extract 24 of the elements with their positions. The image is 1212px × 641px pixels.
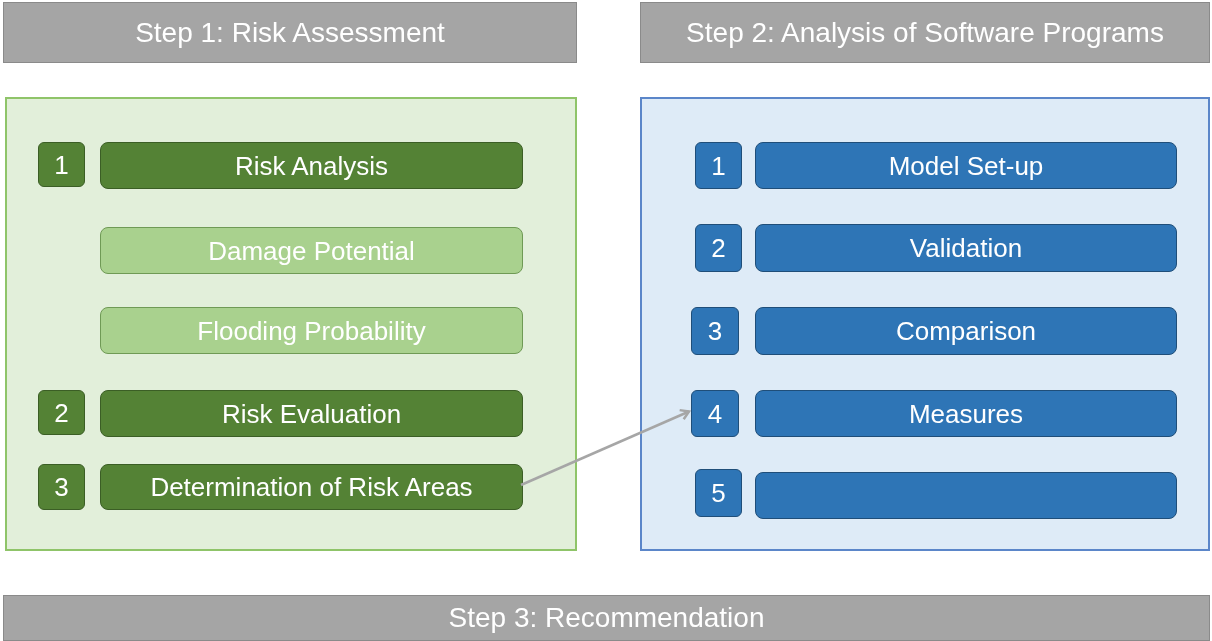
number-badge: 1: [695, 142, 742, 189]
header-bar: Step 2: Analysis of Software Programs: [640, 2, 1210, 63]
step-box: Risk Analysis: [100, 142, 523, 189]
step-box: Model Set-up: [755, 142, 1177, 189]
number-badge: 2: [38, 390, 85, 435]
step-box: Comparison: [755, 307, 1177, 355]
header-bar: Step 3: Recommendation: [3, 595, 1210, 641]
step-box: Determination of Risk Areas: [100, 464, 523, 510]
step-box: Validation: [755, 224, 1177, 272]
panel-background: [640, 97, 1210, 551]
number-badge: 1: [38, 142, 85, 187]
number-badge: 3: [691, 307, 739, 355]
number-badge: 3: [38, 464, 85, 510]
number-badge: 2: [695, 224, 742, 272]
number-badge: 5: [695, 469, 742, 517]
sub-step-box: Damage Potential: [100, 227, 523, 274]
header-bar: Step 1: Risk Assessment: [3, 2, 577, 63]
step-box: Measures: [755, 390, 1177, 437]
number-badge: 4: [691, 390, 739, 437]
sub-step-box: Flooding Probability: [100, 307, 523, 354]
step-box: [755, 472, 1177, 519]
arrow: [520, 408, 691, 487]
step-box: Risk Evaluation: [100, 390, 523, 437]
panel-background: [5, 97, 577, 551]
